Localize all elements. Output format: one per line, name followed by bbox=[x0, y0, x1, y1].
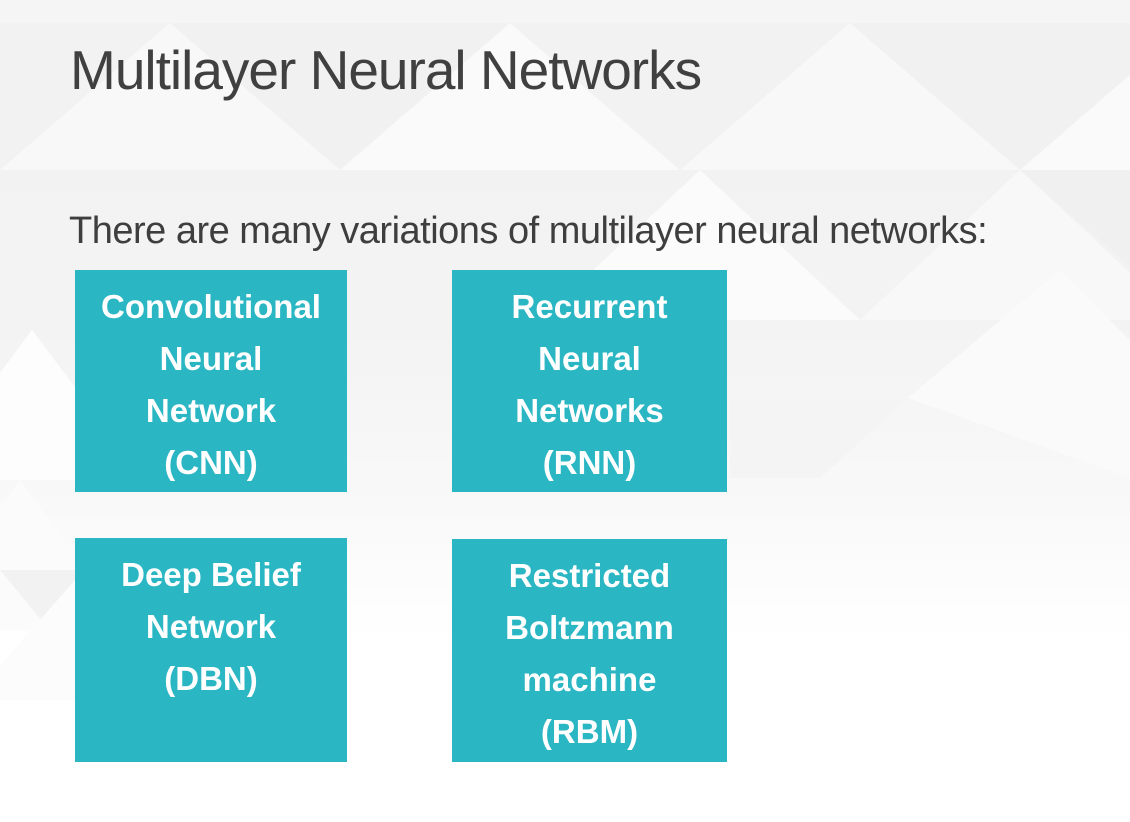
concept-box-rbm: Restricted Boltzmann machine (RBM) bbox=[452, 539, 727, 762]
concept-box-cnn: Convolutional Neural Network (CNN) bbox=[75, 270, 347, 492]
slide-title: Multilayer Neural Networks bbox=[70, 39, 702, 101]
intro-text: There are many variations of multilayer … bbox=[69, 210, 988, 252]
concept-box-dbn: Deep Belief Network (DBN) bbox=[75, 538, 347, 762]
concept-box-rnn: Recurrent Neural Networks (RNN) bbox=[452, 270, 727, 492]
